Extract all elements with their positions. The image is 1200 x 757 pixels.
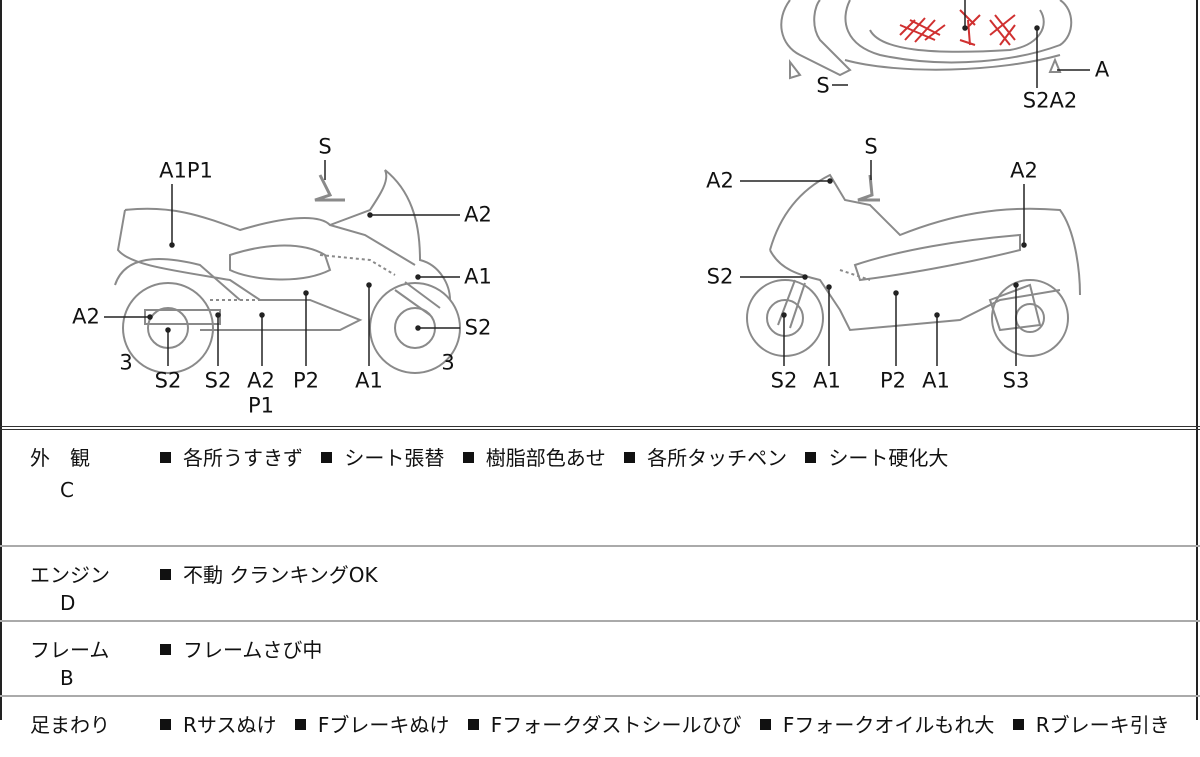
- damage-code-label: A2: [706, 168, 734, 193]
- bullet-square-icon: [160, 569, 171, 580]
- row-suspension: 足まわり Rサスぬけ Fブレーキぬけ Fフォークダストシールひび Fフォークオイ…: [0, 697, 1200, 757]
- bullet-square-icon: [759, 719, 771, 730]
- condition-items: Rサスぬけ Fブレーキぬけ Fフォークダストシールひび Fフォークオイルもれ大 …: [160, 709, 1182, 738]
- bullet-square-icon: [805, 452, 817, 463]
- grade-value: D: [60, 591, 76, 615]
- damage-code-label: A: [1094, 57, 1110, 82]
- damage-code-label: S: [816, 73, 830, 98]
- damage-code-label: S2: [154, 368, 182, 393]
- damage-code-label: S: [318, 134, 332, 159]
- condition-item: 各所タッチペン: [647, 446, 788, 470]
- bullet-square-icon: [160, 452, 171, 463]
- damage-code-label: A1: [355, 368, 383, 393]
- bullet-square-icon: [624, 452, 636, 463]
- condition-item: フレームさび中: [183, 638, 323, 662]
- grade-value: B: [60, 666, 74, 690]
- top-view-leaders: [832, 0, 1090, 88]
- condition-item: 各所うすきず: [183, 446, 303, 470]
- grade-value: C: [60, 478, 74, 502]
- damage-code-label: A2: [72, 304, 100, 329]
- condition-item: シート張替: [344, 446, 445, 470]
- damage-code-label: A2: [1010, 158, 1038, 183]
- category-label: 足まわり: [30, 713, 110, 737]
- row-engine: エンジン D 不動 クランキングOK: [0, 547, 1200, 622]
- bullet-square-icon: [160, 719, 171, 730]
- category-label: 外 観: [30, 446, 90, 470]
- damage-code-label: P2: [879, 368, 907, 393]
- damage-code-label: P1: [247, 393, 275, 418]
- bullet-square-icon: [462, 452, 474, 463]
- bullet-square-icon: [321, 452, 333, 463]
- condition-item: Fブレーキぬけ: [317, 713, 450, 737]
- scooter-diagram: [104, 0, 1090, 374]
- condition-item: シート硬化大: [828, 446, 949, 470]
- damage-code-label: S2: [204, 368, 232, 393]
- damage-code-label: A2: [247, 368, 275, 393]
- condition-items: 不動 クランキングOK: [160, 559, 390, 588]
- damage-code-label: S2A2: [1022, 88, 1078, 113]
- condition-items: 各所うすきず シート張替 樹脂部色あせ 各所タッチペン シート硬化大: [160, 442, 960, 471]
- row-frame: フレーム B フレームさび中: [0, 622, 1200, 697]
- damage-code-label: S3: [1002, 368, 1030, 393]
- left-side-leaders: [104, 160, 460, 366]
- left-side-scooter: [114, 169, 461, 374]
- right-side-leaders: [740, 160, 1027, 366]
- damage-code-label: 3: [441, 350, 455, 375]
- condition-item: Fフォークオイルもれ大: [782, 713, 995, 737]
- category-label: フレーム: [30, 638, 110, 662]
- damage-code-label: S2: [706, 264, 734, 289]
- bullet-square-icon: [160, 644, 171, 655]
- bullet-square-icon: [1012, 719, 1024, 730]
- damage-code-label: P2: [292, 368, 320, 393]
- damage-code-label: 3: [119, 350, 133, 375]
- top-view-scooter: [780, 0, 1073, 80]
- damage-code-label: A1: [922, 368, 950, 393]
- damage-code-label: A1: [464, 264, 492, 289]
- bullet-square-icon: [294, 719, 306, 730]
- bullet-square-icon: [467, 719, 479, 730]
- damage-code-label: A1P1: [159, 158, 213, 183]
- damage-code-label: S2: [464, 315, 492, 340]
- row-exterior: 外 観 C 各所うすきず シート張替 樹脂部色あせ 各所タッチペン シート硬化大: [0, 430, 1200, 547]
- condition-items: フレームさび中: [160, 634, 334, 663]
- condition-table: 外 観 C 各所うすきず シート張替 樹脂部色あせ 各所タッチペン シート硬化大…: [0, 426, 1200, 757]
- condition-item: 樹脂部色あせ: [485, 446, 606, 470]
- damage-code-label: A2: [464, 202, 492, 227]
- damage-code-label: A1: [813, 368, 841, 393]
- condition-item: 不動 クランキングOK: [183, 563, 378, 587]
- condition-item: Rサスぬけ: [183, 713, 277, 737]
- damage-code-label: S: [864, 134, 878, 159]
- sheet-frame: [0, 0, 1198, 720]
- condition-item: Rブレーキ引き: [1035, 713, 1170, 737]
- right-side-scooter: [746, 173, 1081, 357]
- damage-code-label: S2: [770, 368, 798, 393]
- category-label: エンジン: [30, 563, 110, 587]
- condition-item: Fフォークダストシールひび: [490, 713, 742, 737]
